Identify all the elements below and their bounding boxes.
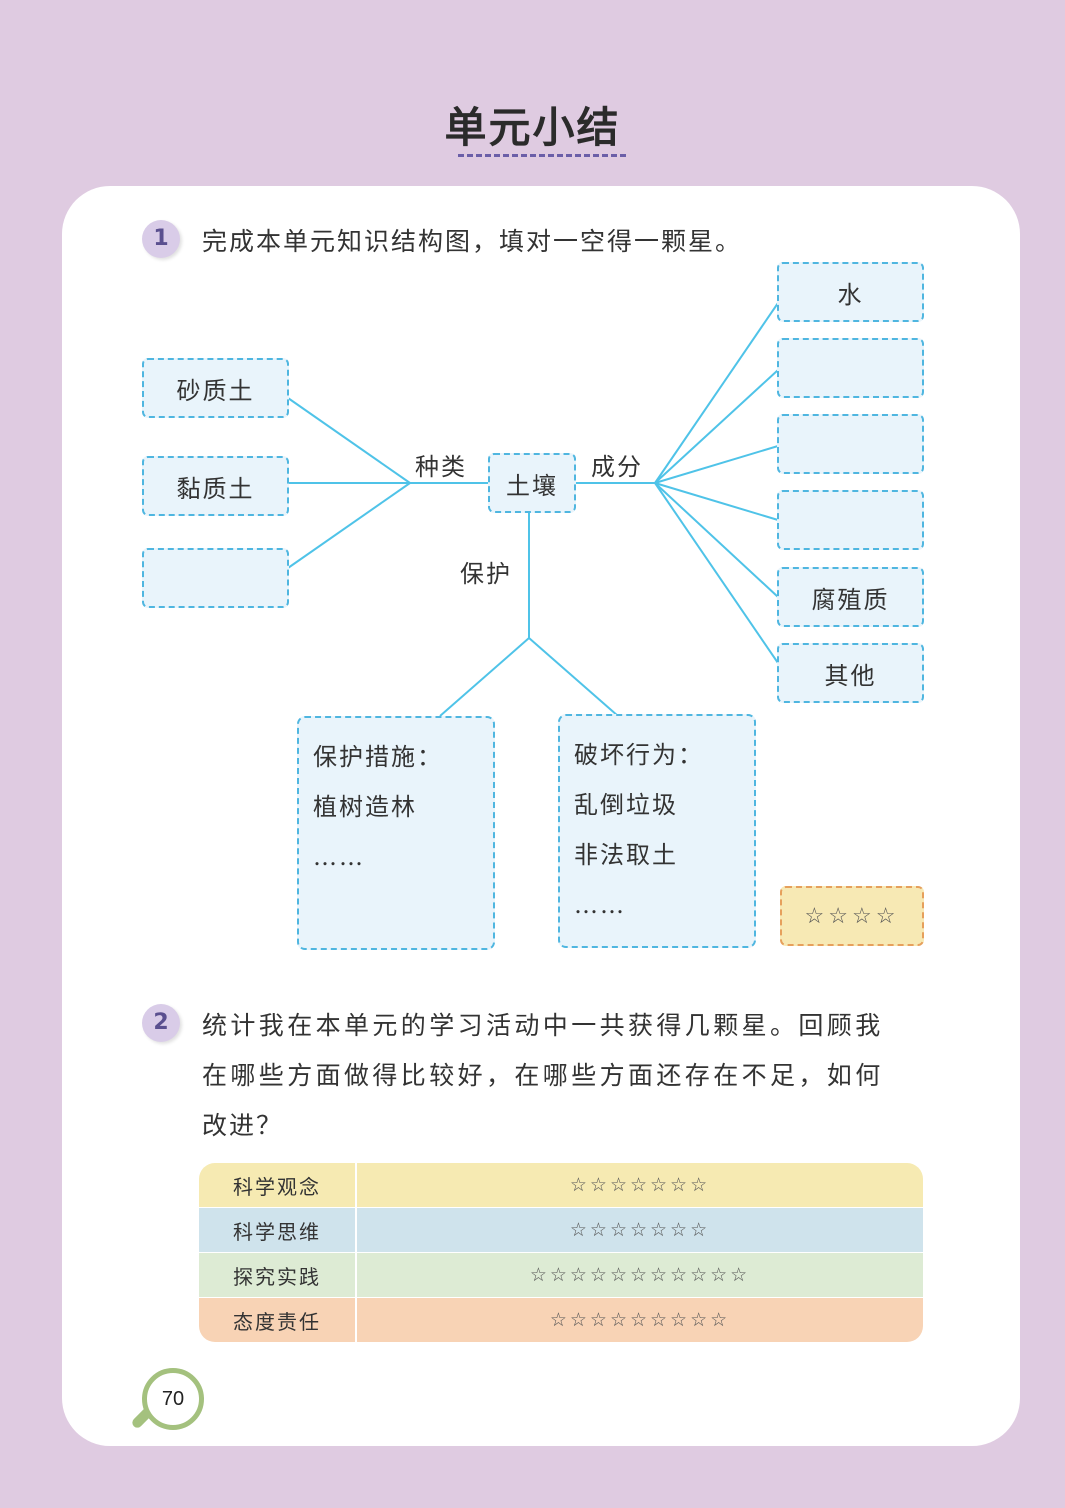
- line-protect-left: [439, 637, 530, 717]
- question-1-text: 完成本单元知识结构图，填对一空得一颗星。: [202, 227, 743, 256]
- line-comp-6: [654, 482, 779, 664]
- protection-title: 保护措施：: [313, 743, 443, 771]
- component-box-6: 其他: [777, 643, 924, 703]
- title-underline: [458, 154, 626, 157]
- label-types: 种类: [415, 453, 467, 481]
- question-2-line-1: 统计我在本单元的学习活动中一共获得几颗星。回顾我: [202, 1011, 884, 1040]
- type-box-1: 砂质土: [142, 358, 289, 418]
- type-box-3-blank[interactable]: [142, 548, 289, 608]
- table-category: 探究实践: [199, 1253, 357, 1297]
- protection-item-2: ……: [313, 843, 365, 871]
- damage-item-2: 非法取土: [574, 841, 678, 869]
- component-box-2-blank[interactable]: [777, 338, 924, 398]
- star-summary-table: 科学观念 ☆☆☆☆☆☆☆ 科学思维 ☆☆☆☆☆☆☆ 探究实践 ☆☆☆☆☆☆☆☆☆…: [199, 1163, 923, 1342]
- line-comp-5: [654, 482, 779, 598]
- line-comp-1: [654, 302, 779, 484]
- question-number-2: 2: [142, 1004, 180, 1042]
- component-box-1: 水: [777, 262, 924, 322]
- star-rating-box[interactable]: ☆☆☆☆: [780, 886, 924, 946]
- table-stars[interactable]: ☆☆☆☆☆☆☆: [569, 1219, 711, 1241]
- table-stars[interactable]: ☆☆☆☆☆☆☆☆☆: [549, 1309, 731, 1331]
- type-box-2: 黏质土: [142, 456, 289, 516]
- table-row: 科学思维 ☆☆☆☆☆☆☆: [199, 1208, 923, 1253]
- question-number-1: 1: [142, 220, 180, 258]
- line-type-1: [287, 397, 411, 484]
- line-type-3: [287, 482, 411, 569]
- table-row: 探究实践 ☆☆☆☆☆☆☆☆☆☆☆: [199, 1253, 923, 1298]
- damage-item-3: ……: [574, 891, 626, 919]
- protection-item-1: 植树造林: [313, 793, 417, 821]
- line-comp-2: [654, 369, 779, 484]
- question-2-line-3: 改进？: [202, 1111, 284, 1140]
- damage-title: 破坏行为：: [574, 741, 704, 769]
- line-comp-3: [654, 445, 779, 484]
- component-box-3-blank[interactable]: [777, 414, 924, 474]
- table-category: 科学思维: [199, 1208, 357, 1252]
- center-node-soil: 土壤: [488, 453, 576, 513]
- line-comp-4: [654, 482, 779, 521]
- table-stars[interactable]: ☆☆☆☆☆☆☆: [569, 1174, 711, 1196]
- table-category: 态度责任: [199, 1298, 357, 1342]
- table-category: 科学观念: [199, 1163, 357, 1207]
- damage-item-1: 乱倒垃圾: [574, 791, 678, 819]
- table-row: 态度责任 ☆☆☆☆☆☆☆☆☆: [199, 1298, 923, 1342]
- protection-measures-box[interactable]: 保护措施： 植树造林 ……: [297, 716, 495, 950]
- label-components: 成分: [591, 453, 643, 481]
- page-title: 单元小结: [444, 103, 621, 152]
- label-protect: 保护: [460, 560, 512, 588]
- damage-behaviors-box[interactable]: 破坏行为： 乱倒垃圾 非法取土 ……: [558, 714, 756, 948]
- component-box-5: 腐殖质: [777, 567, 924, 627]
- table-row: 科学观念 ☆☆☆☆☆☆☆: [199, 1163, 923, 1208]
- question-2-line-2: 在哪些方面做得比较好，在哪些方面还存在不足，如何: [202, 1061, 884, 1090]
- line-protect-right: [528, 637, 619, 717]
- page-number: 70: [142, 1368, 204, 1430]
- component-box-4-blank[interactable]: [777, 490, 924, 550]
- table-stars[interactable]: ☆☆☆☆☆☆☆☆☆☆☆: [529, 1264, 751, 1286]
